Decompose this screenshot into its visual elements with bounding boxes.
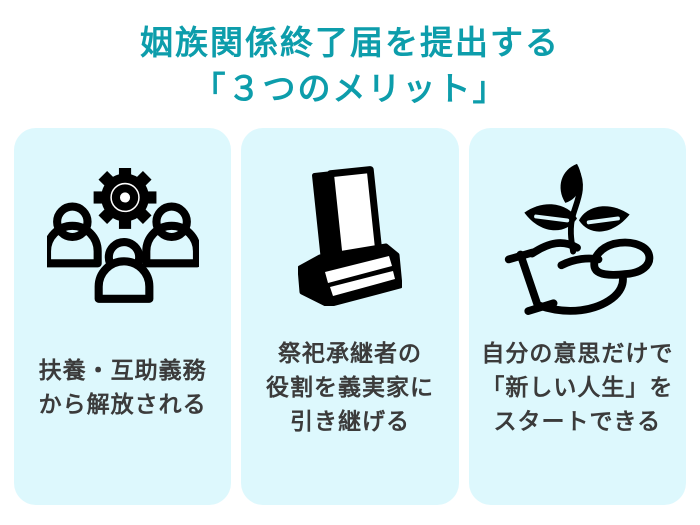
card-text-line: 祭祀承継者の: [277, 340, 422, 366]
card-text-line: 引き継げる: [289, 408, 410, 434]
title-line-2: 「３つのメリット」: [192, 70, 508, 107]
page-title: 姻族関係終了届を提出する 「３つのメリット」: [0, 0, 700, 112]
card-text-line: スタートできる: [493, 408, 662, 434]
card-release-from-obligation: 扶養・互助義務 から解放される: [14, 128, 232, 505]
people-gear-icon: [46, 152, 199, 320]
card-text-line: から解放される: [38, 391, 207, 417]
card-new-life: 自分の意思だけで 「新しい人生」を スタートできる: [468, 128, 686, 505]
gravestone-icon: [297, 152, 402, 320]
benefit-cards: 扶養・互助義務 から解放される 祭祀承継者の 役割を義実家に: [0, 128, 700, 505]
hand-sprout-icon: [499, 152, 655, 320]
gear-glyph: [93, 167, 157, 229]
card-text-line: 自分の意思だけで: [481, 340, 674, 366]
card-text: 祭祀承継者の 役割を義実家に 引き継げる: [266, 332, 434, 442]
card-text-line: 扶養・互助義務: [38, 357, 207, 383]
card-text-line: 役割を義実家に: [265, 374, 434, 400]
card-text: 扶養・互助義務 から解放される: [39, 332, 207, 442]
card-text: 自分の意思だけで 「新しい人生」を スタートできる: [481, 332, 673, 442]
card-text-line: 「新しい人生」を: [481, 374, 674, 400]
title-line-1: 姻族関係終了届を提出する: [140, 24, 560, 61]
card-ritual-successor: 祭祀承継者の 役割を義実家に 引き継げる: [241, 128, 459, 505]
